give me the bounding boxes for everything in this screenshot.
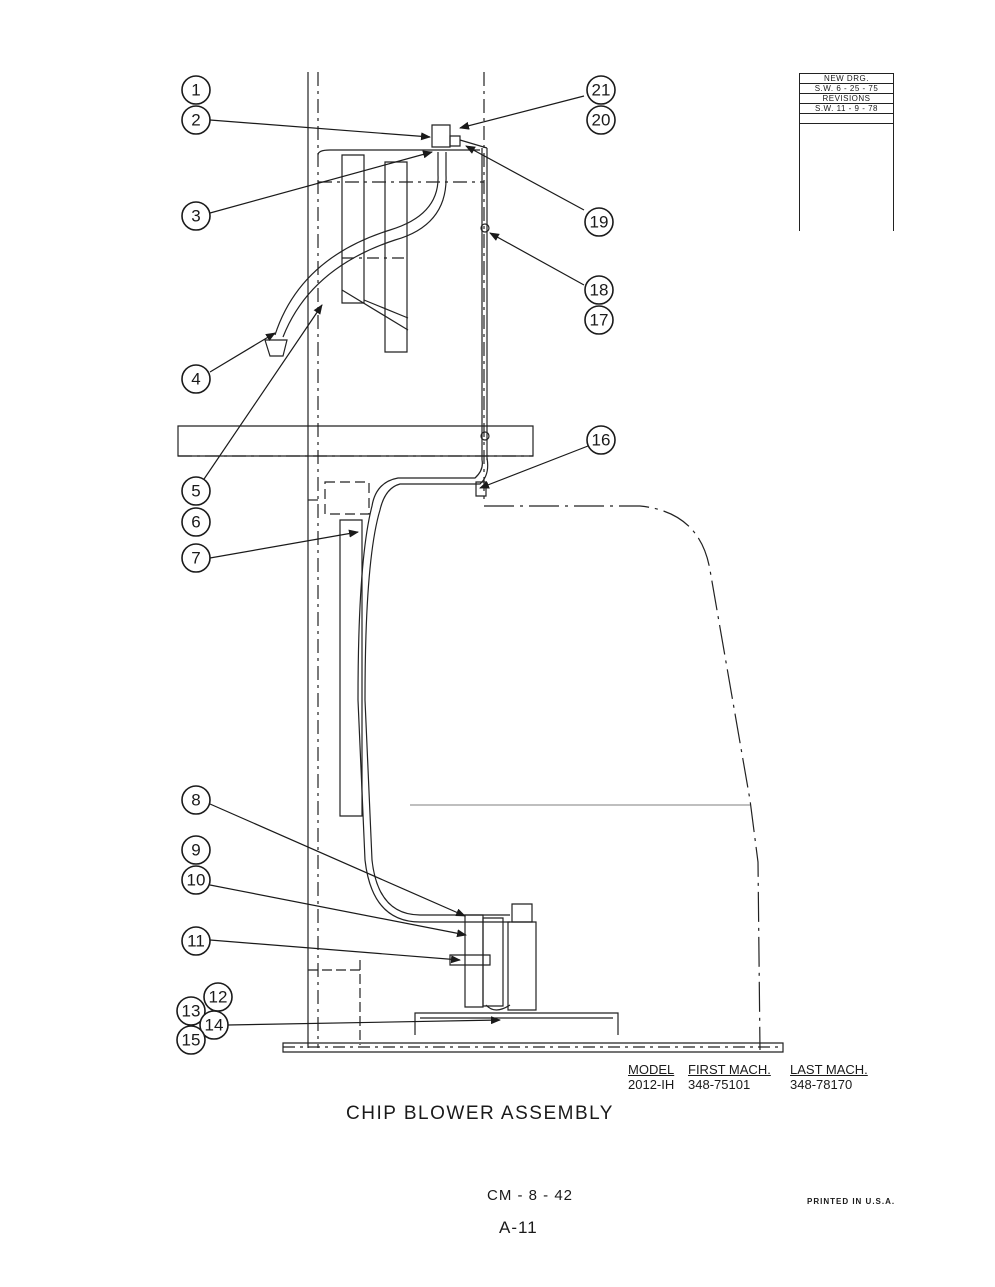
callout-7: 7 [181, 543, 211, 573]
callout-20: 20 [586, 105, 616, 135]
callout-14: 14 [199, 1010, 229, 1040]
machine-column [308, 72, 484, 1048]
svg-text:17: 17 [590, 311, 609, 330]
callout-19: 19 [584, 207, 614, 237]
callout-17: 17 [584, 305, 614, 335]
svg-text:9: 9 [191, 841, 200, 860]
callout-6: 6 [181, 507, 211, 537]
callout-11: 11 [181, 926, 211, 956]
callout-21: 21 [586, 75, 616, 105]
svg-text:21: 21 [592, 81, 611, 100]
svg-text:7: 7 [191, 549, 200, 568]
svg-text:14: 14 [205, 1016, 224, 1035]
svg-text:13: 13 [182, 1002, 201, 1021]
table-plate [178, 426, 533, 456]
new-drg-date: S.W. 6 - 25 - 75 [800, 84, 893, 94]
callout-15: 15 [176, 1025, 206, 1055]
leader-16 [479, 446, 588, 488]
callout-8: 8 [181, 785, 211, 815]
svg-text:19: 19 [590, 213, 609, 232]
leader-4 [210, 332, 276, 372]
first-mach-value: 348-75101 [688, 1077, 751, 1092]
callout-1: 1 [181, 75, 211, 105]
svg-text:18: 18 [590, 281, 609, 300]
callout-13: 13 [176, 996, 206, 1026]
svg-text:16: 16 [592, 431, 611, 450]
callout-2: 2 [181, 105, 211, 135]
svg-text:1: 1 [191, 81, 200, 100]
callout-16: 16 [586, 425, 616, 455]
svg-text:20: 20 [592, 111, 611, 130]
revisions-label: REVISIONS [800, 94, 893, 104]
svg-text:15: 15 [182, 1031, 201, 1050]
model-header: MODEL [628, 1062, 675, 1077]
revision-block: NEW DRG. S.W. 6 - 25 - 75 REVISIONS S.W.… [799, 73, 894, 231]
leader-10 [210, 885, 467, 938]
upper-head [342, 155, 408, 352]
svg-text:4: 4 [191, 370, 200, 389]
leader-14 [228, 1016, 501, 1025]
callout-12: 12 [203, 982, 233, 1012]
guard-housing [308, 482, 760, 1050]
leader-18 [489, 233, 584, 285]
leader-19 [465, 146, 584, 210]
callout-3: 3 [181, 201, 211, 231]
svg-text:8: 8 [191, 791, 200, 810]
revision-date: S.W. 11 - 9 - 78 [800, 104, 893, 114]
page-number: A-11 [499, 1218, 538, 1237]
model-value: 2012-IH [628, 1077, 675, 1092]
leader-11 [210, 940, 461, 964]
air-line-lower [358, 458, 510, 922]
svg-text:5: 5 [191, 482, 200, 501]
page-code: CM - 8 - 42 [487, 1187, 574, 1204]
first-mach-header: FIRST MACH. [688, 1062, 771, 1077]
svg-text:6: 6 [191, 513, 200, 532]
leader-2 [210, 120, 431, 141]
model-table: MODEL FIRST MACH. LAST MACH. 2012-IH 348… [628, 1062, 890, 1092]
callout-5: 5 [181, 476, 211, 506]
leader-8 [210, 804, 466, 916]
svg-text:2: 2 [191, 111, 200, 130]
leader-7 [210, 529, 359, 558]
last-mach-value: 348-78170 [790, 1077, 853, 1092]
leader-21 [459, 96, 584, 130]
blower-motor [450, 904, 536, 1010]
leader-3 [210, 150, 433, 213]
last-mach-header: LAST MACH. [790, 1062, 868, 1077]
callout-9: 9 [181, 835, 211, 865]
base-plate [283, 1013, 783, 1052]
svg-text:10: 10 [187, 871, 206, 890]
leader-arrows [200, 96, 588, 1025]
callout-4: 4 [181, 364, 211, 394]
new-drg-label: NEW DRG. [800, 73, 893, 84]
drawing-title: CHIP BLOWER ASSEMBLY [346, 1103, 614, 1124]
svg-text:12: 12 [209, 988, 228, 1007]
revision-blank-row [800, 114, 893, 124]
svg-text:3: 3 [191, 207, 200, 226]
callout-18: 18 [584, 275, 614, 305]
printed-in-label: PRINTED IN U.S.A. [807, 1197, 896, 1206]
leader-5 [200, 304, 323, 485]
air-hose-upper [265, 125, 490, 460]
svg-text:11: 11 [187, 932, 205, 951]
callout-10: 10 [181, 865, 211, 895]
